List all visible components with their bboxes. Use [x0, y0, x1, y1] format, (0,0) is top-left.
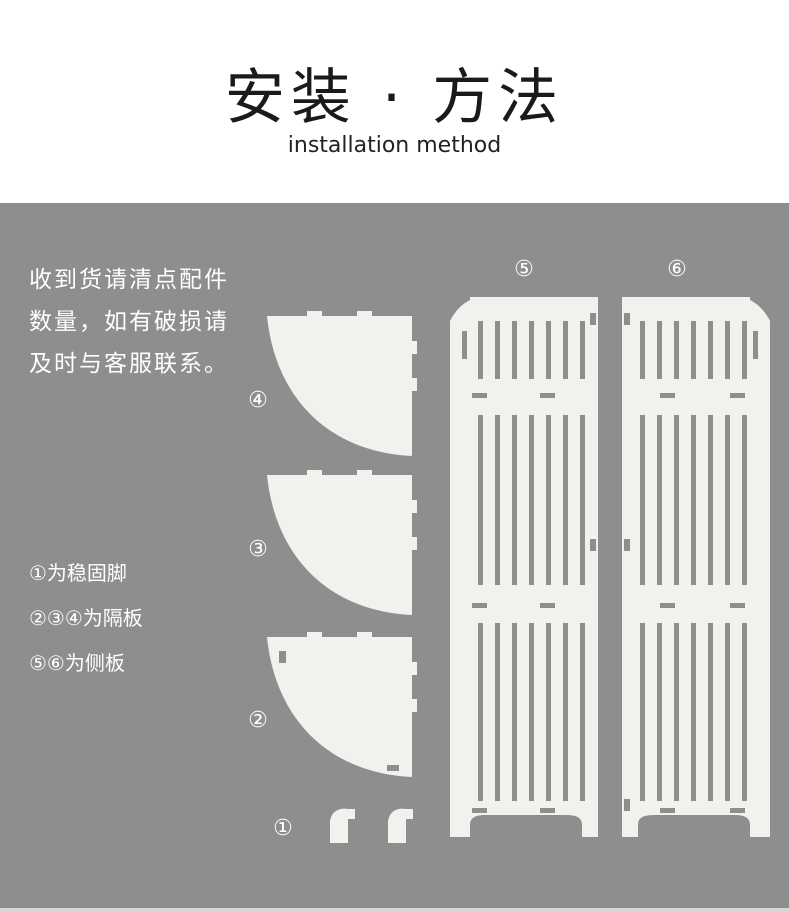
- shelf-bottom: [267, 632, 417, 777]
- label-feet: ①: [273, 816, 293, 841]
- feet-pieces: [330, 808, 413, 843]
- parts-illustration: [267, 297, 770, 843]
- page-title: 安装 · 方法: [224, 63, 565, 133]
- legend-item-side-panels: ⑤⑥为侧板: [29, 651, 125, 675]
- side-panel-left: [450, 297, 598, 837]
- label-side-panel-left: ⑤: [514, 257, 534, 282]
- parts-panel: 收到货请清点配件数量，如有破损请及时与客服联系。 ①为稳固脚 ②③④为隔板 ⑤⑥…: [0, 203, 789, 908]
- page-subtitle: installation method: [287, 133, 502, 158]
- label-shelf-bottom: ②: [248, 708, 268, 733]
- bottom-strip: [0, 908, 789, 912]
- parts-legend: ①为稳固脚 ②③④为隔板 ⑤⑥为侧板: [29, 551, 143, 686]
- side-panel-right: [622, 297, 770, 837]
- header: 安装 · 方法 installation method: [0, 0, 789, 203]
- label-side-panel-right: ⑥: [667, 257, 687, 282]
- shelf-middle: [267, 470, 417, 615]
- intro-text: 收到货请清点配件数量，如有破损请及时与客服联系。: [29, 267, 229, 377]
- label-shelf-top: ④: [248, 388, 268, 413]
- shelf-top: [267, 311, 417, 456]
- legend-item-shelves: ②③④为隔板: [29, 606, 143, 630]
- label-shelf-middle: ③: [248, 537, 268, 562]
- legend-item-feet: ①为稳固脚: [29, 561, 127, 585]
